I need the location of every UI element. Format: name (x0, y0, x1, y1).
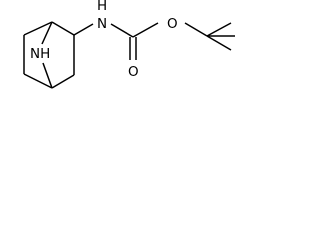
bond-c5-c6 (23, 73, 53, 89)
bond-tbu-methyl-up (206, 22, 232, 37)
bond-c4-c5 (51, 74, 75, 89)
bond-c2-n7 (41, 21, 53, 45)
carbamate-chain (73, 22, 235, 60)
bond-n7-c5 (42, 62, 53, 89)
bond-carbonyl-ester-o (132, 22, 159, 38)
atom-labels: NH H N O O (30, 0, 178, 80)
chemical-structure: NH H N O O (23, 0, 235, 89)
bond-tbu-methyl-down (206, 35, 232, 51)
bond-n-carbonyl (110, 23, 134, 38)
bicyclic-core (23, 21, 75, 89)
bond-c3-n (73, 23, 94, 36)
bridge-amine-label: NH (30, 46, 50, 62)
carbamate-nitrogen-label: N (97, 16, 107, 32)
bond-c2-c3 (51, 21, 75, 36)
bond-ester-o-quaternary-c (184, 22, 208, 37)
carbamate-nitrogen-h-label: H (97, 0, 107, 14)
carbonyl-oxygen-label: O (128, 64, 139, 80)
bond-c1-c2 (23, 21, 53, 36)
ester-oxygen-label: O (167, 16, 178, 32)
